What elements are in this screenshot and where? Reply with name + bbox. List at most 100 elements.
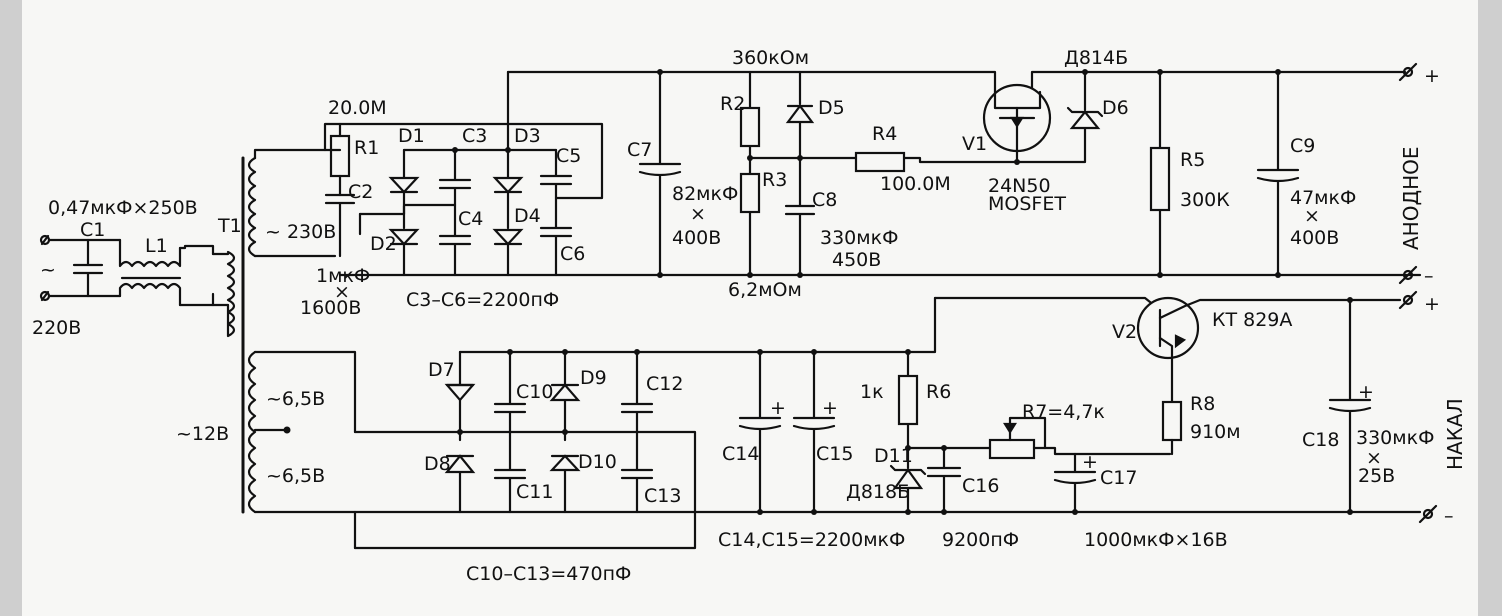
c9-value-label: 47мкФ — [1290, 187, 1356, 209]
c16-label: C16 — [962, 475, 999, 497]
r1-c2-branch — [323, 122, 604, 258]
mains-input — [39, 234, 215, 307]
c12-label: C12 — [646, 373, 683, 395]
r6-label: R6 — [926, 381, 951, 403]
r4-label: R4 — [872, 123, 897, 145]
r6-value-label: 1к — [860, 381, 884, 403]
r3-label: R3 — [762, 169, 787, 191]
c16-value-label: 9200пФ — [942, 529, 1019, 551]
d11-type-label: Д818Б — [846, 481, 910, 503]
r2-value-label: 360кОм — [732, 47, 809, 69]
c1-label: C1 — [80, 219, 105, 241]
c2-voltage-label: 1600В — [300, 297, 361, 319]
regulator-divider — [739, 70, 1017, 278]
c3-c6-value-label: C3–C6=2200пФ — [406, 289, 559, 311]
d3-label: D3 — [514, 125, 541, 147]
hv-multiplier — [388, 70, 573, 277]
heater-minus-label: – — [1444, 505, 1454, 527]
c3-label: C3 — [462, 125, 487, 147]
lv-65a-label: ~6,5В — [266, 388, 325, 410]
c18-value-label: 330мкФ — [1356, 427, 1434, 449]
c15-plus: + — [822, 397, 838, 419]
c6-label: C6 — [560, 243, 585, 265]
r5-value-label: 300К — [1180, 189, 1230, 211]
r8-value-label: 910м — [1190, 421, 1241, 443]
d1-label: D1 — [398, 125, 425, 147]
r4-value-label: 100.0М — [880, 173, 951, 195]
heater-output-label: НАКАЛ — [1443, 398, 1467, 470]
c4-label: C4 — [458, 208, 483, 230]
d9-label: D9 — [580, 367, 607, 389]
c13-label: C13 — [644, 485, 681, 507]
anode-minus-label: – — [1424, 265, 1434, 287]
c14-c15-capacitors — [738, 349, 836, 515]
c15-label: C15 — [816, 443, 853, 465]
v2-type-label: КТ 829А — [1212, 309, 1292, 331]
heater-reference — [889, 349, 1172, 515]
r3-value-label: 6,2мОм — [728, 279, 802, 301]
c5-label: C5 — [556, 145, 581, 167]
c14-label: C14 — [722, 443, 759, 465]
d2-label: D2 — [370, 233, 397, 255]
c17-value-label: 1000мкФ×16В — [1084, 529, 1228, 551]
c7-capacitor — [638, 69, 682, 278]
c9-voltage-label: 400В — [1290, 227, 1339, 249]
d6-type-label: Д814Б — [1064, 47, 1128, 69]
r1-label: R1 — [354, 137, 379, 159]
c18-plus: + — [1358, 381, 1374, 403]
lv-12v-label: ~12В — [176, 423, 229, 445]
l1-label: L1 — [145, 235, 168, 257]
c10-label: C10 — [516, 381, 553, 403]
c7-voltage-label: 400В — [672, 227, 721, 249]
c18-label: C18 — [1302, 429, 1339, 451]
anode-output — [1149, 62, 1418, 285]
c18-x-label: × — [1366, 447, 1382, 469]
c17-label: C17 — [1100, 467, 1137, 489]
c9-label: C9 — [1290, 135, 1315, 157]
c14-c15-value-label: C14,C15=2200мкФ — [718, 529, 905, 551]
c8-value-label: 330мкФ — [820, 227, 898, 249]
t1-label: T1 — [217, 215, 242, 237]
c11-label: C11 — [516, 481, 553, 503]
c7-x-label: × — [690, 203, 706, 225]
c14-plus: + — [770, 397, 786, 419]
anode-output-label: АНОДНОЕ — [1399, 146, 1423, 250]
d6-label: D6 — [1102, 97, 1129, 119]
d4-label: D4 — [514, 205, 541, 227]
v1-type-label: 24N50 — [988, 175, 1051, 197]
d11-label: D11 — [874, 445, 913, 467]
c10-c13-value-label: C10–C13=470пФ — [466, 563, 631, 585]
heater-plus-label: + — [1424, 293, 1440, 315]
c9-x-label: × — [1304, 205, 1320, 227]
hv-secondary-label: ~ 230В — [265, 221, 336, 243]
c1-value-label: 0,47мкФ×250В — [48, 197, 198, 219]
c7-label: C7 — [627, 139, 652, 161]
lv-65b-label: ~6,5В — [266, 465, 325, 487]
v1-mosfet — [982, 69, 1104, 165]
c18-voltage-label: 25В — [1358, 465, 1395, 487]
r8-label: R8 — [1190, 393, 1215, 415]
r1-value-label: 20.0М — [328, 97, 387, 119]
v2-label: V2 — [1112, 321, 1137, 343]
mains-voltage-label: 220В — [32, 317, 81, 339]
r2-label: R2 — [720, 93, 745, 115]
d7-label: D7 — [428, 359, 455, 381]
d5-label: D5 — [818, 97, 845, 119]
v1-label: V1 — [962, 133, 987, 155]
v1-kind-label: MOSFET — [988, 193, 1066, 215]
mains-symbol: ~ — [40, 259, 56, 281]
c8-voltage-label: 450В — [832, 249, 881, 271]
c2-label: C2 — [348, 181, 373, 203]
v2-transistor — [933, 290, 1438, 524]
c7-value-label: 82мкФ — [672, 183, 738, 205]
r7-label: R7=4,7к — [1022, 401, 1105, 423]
c2-x-label: × — [334, 281, 350, 303]
anode-plus-label: + — [1424, 65, 1440, 87]
c8-label: C8 — [812, 189, 837, 211]
r5-label: R5 — [1180, 149, 1205, 171]
d10-label: D10 — [578, 451, 617, 473]
lv-multiplier — [353, 296, 1422, 550]
c17-plus: + — [1082, 451, 1098, 473]
d8-label: D8 — [424, 453, 451, 475]
